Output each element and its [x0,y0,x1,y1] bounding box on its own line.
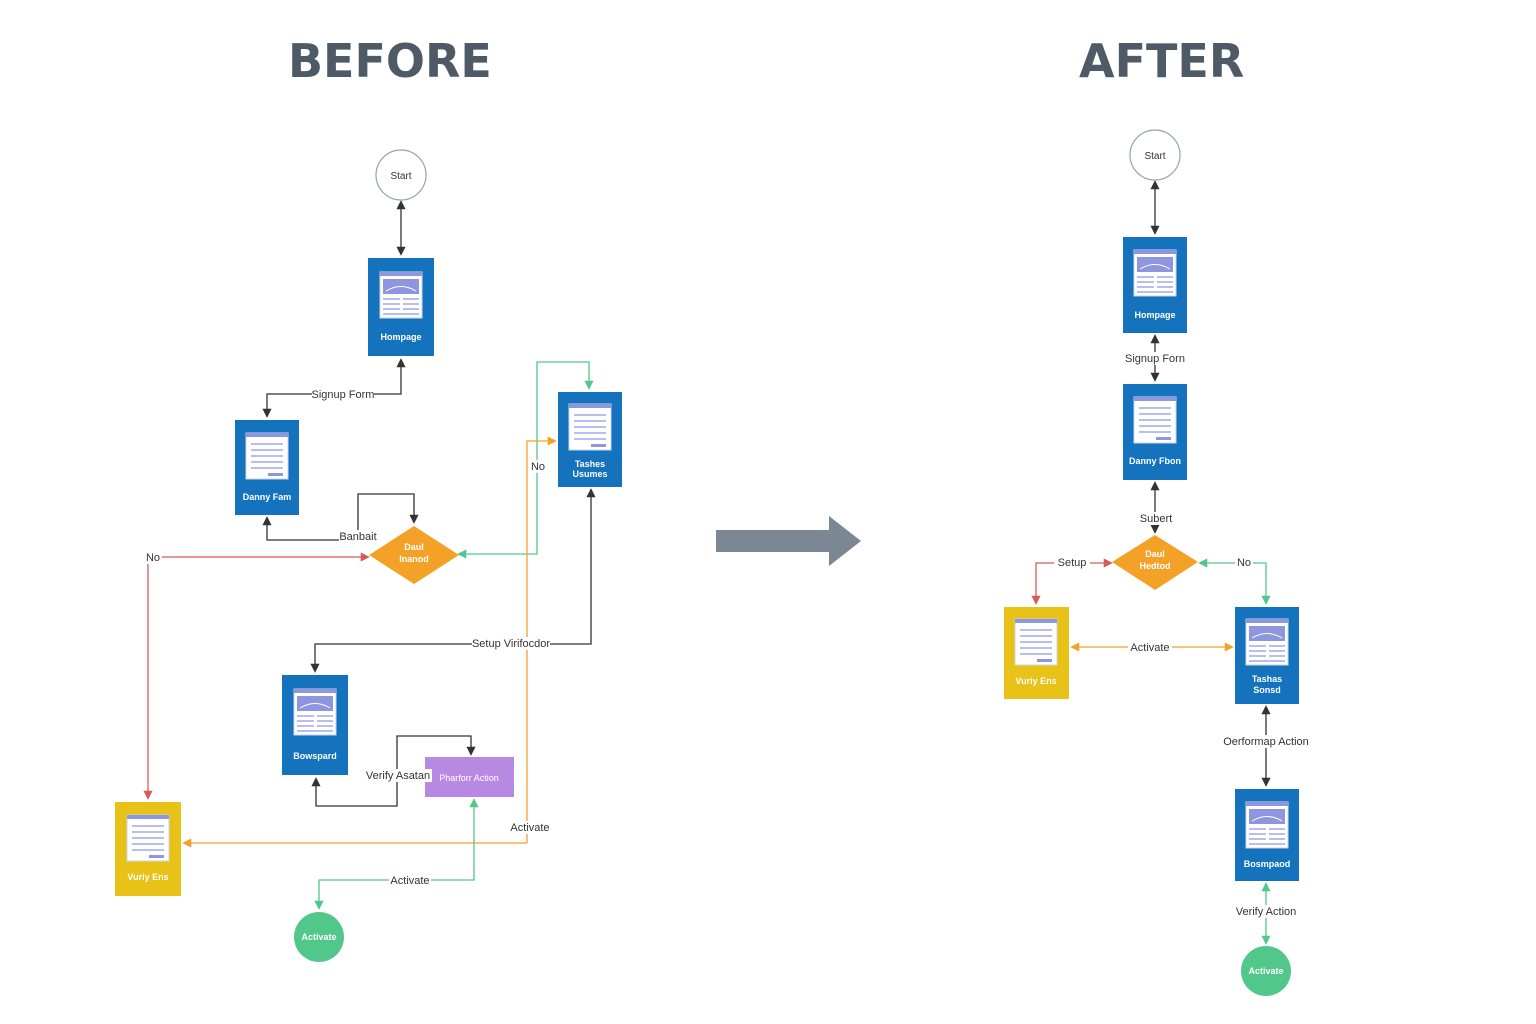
after-right-node: Tashas Sonsd [1235,607,1299,704]
before-heading: BEFORE [288,34,492,88]
before-signup-form-label: Danny Fam [243,492,292,502]
after-edge-decision-right [1198,558,1271,605]
before-top-right-label-1: Tashes [575,459,605,469]
edge-perform-activate [314,798,479,910]
after-decision-label-1: Daul [1145,549,1165,559]
after-signup-form-label: Danny Fbon [1129,456,1181,466]
after-decision-node: Daul Hedtod [1112,535,1198,590]
before-start-label: Start [390,171,411,182]
before-signup-form-node: Danny Fam [235,420,299,515]
after-homepage-label: Hompage [1134,310,1175,320]
before-top-right-node: Tashes Usumes [558,392,622,487]
before-activate-green-label: Activate [390,875,429,887]
after-heading: AFTER [1079,34,1245,88]
page-icon [1245,618,1289,666]
before-verify-action-label: Verify Asatan [366,770,430,782]
before-setup-verification-label: Setup Virifocdor [472,638,550,650]
before-verify-label: Vuriy Ens [127,872,168,882]
before-signup-form-edge-label: Signup Form [312,389,375,401]
before-activate-label: Activate [301,932,336,942]
after-signup-form-node: Danny Fbon [1123,384,1187,480]
after-activate-label: Activate [1248,966,1283,976]
after-activate-node: Activate [1241,946,1291,996]
before-decision-node: Daul Inanod [369,526,459,584]
form-icon [568,403,612,451]
before-no-left-label: No [146,552,160,564]
transition-arrow-icon [716,516,861,566]
edge-setup-verification [310,488,596,673]
after-right-label-1: Tashas [1252,674,1282,684]
after-verify-label: Vuriy Ens [1015,676,1056,686]
form-icon [1133,396,1177,444]
before-start-node: Start [375,149,427,201]
before-dashboard-label: Bowspard [293,751,337,761]
before-diagram: Start Hompage Danny Fam Daul Inanod Tash… [115,149,622,962]
after-perform-action-edge-label: Oerformap Action [1223,736,1309,748]
after-setup-edge-label: Setup [1058,557,1087,569]
after-start-label: Start [1144,151,1165,162]
page-icon [293,688,337,736]
after-decision-label-2: Hedtod [1140,561,1171,571]
form-icon [1014,618,1058,666]
after-right-label-2: Sonsd [1253,685,1281,695]
before-submit-edge-label: Banbait [339,531,376,543]
before-verify-node: Vuriy Ens [115,802,181,896]
before-activate-orange-label: Activate [510,822,549,834]
after-start-node: Start [1129,129,1181,181]
page-icon [1245,801,1289,849]
after-verify-action-edge-label: Verify Action [1236,906,1297,918]
after-diagram: Start Hompage Danny Fbon Daul Hedtod Vur… [1004,129,1311,996]
before-dashboard-node: Bowspard [282,675,348,775]
before-homepage-label: Hompage [380,332,421,342]
before-no-top-label: No [531,461,545,473]
after-homepage-node: Hompage [1123,237,1187,333]
form-icon [126,814,170,862]
before-decision-label-2: Inanod [399,554,429,564]
before-decision-label-1: Daul [404,542,424,552]
after-dashboard-node: Bosmpaod [1235,789,1299,881]
before-homepage-node: Hompage [368,258,434,356]
after-signup-form-edge-label: Signup Forn [1125,353,1185,365]
after-activate-edge-label: Activate [1130,642,1169,654]
form-icon [245,432,289,480]
before-perform-action-label: Pharforr Action [439,773,499,783]
before-top-right-label-2: Usumes [572,469,607,479]
before-activate-node: Activate [294,912,344,962]
before-perform-action-node: Pharforr Action [425,757,514,797]
after-no-edge-label: No [1237,557,1251,569]
edge-orange-up [526,436,557,843]
page-icon [1133,249,1177,297]
page-icon [379,271,423,319]
after-dashboard-label: Bosmpaod [1244,859,1291,869]
after-submit-edge-label: Subert [1140,513,1172,525]
after-verify-node: Vuriy Ens [1004,607,1069,699]
